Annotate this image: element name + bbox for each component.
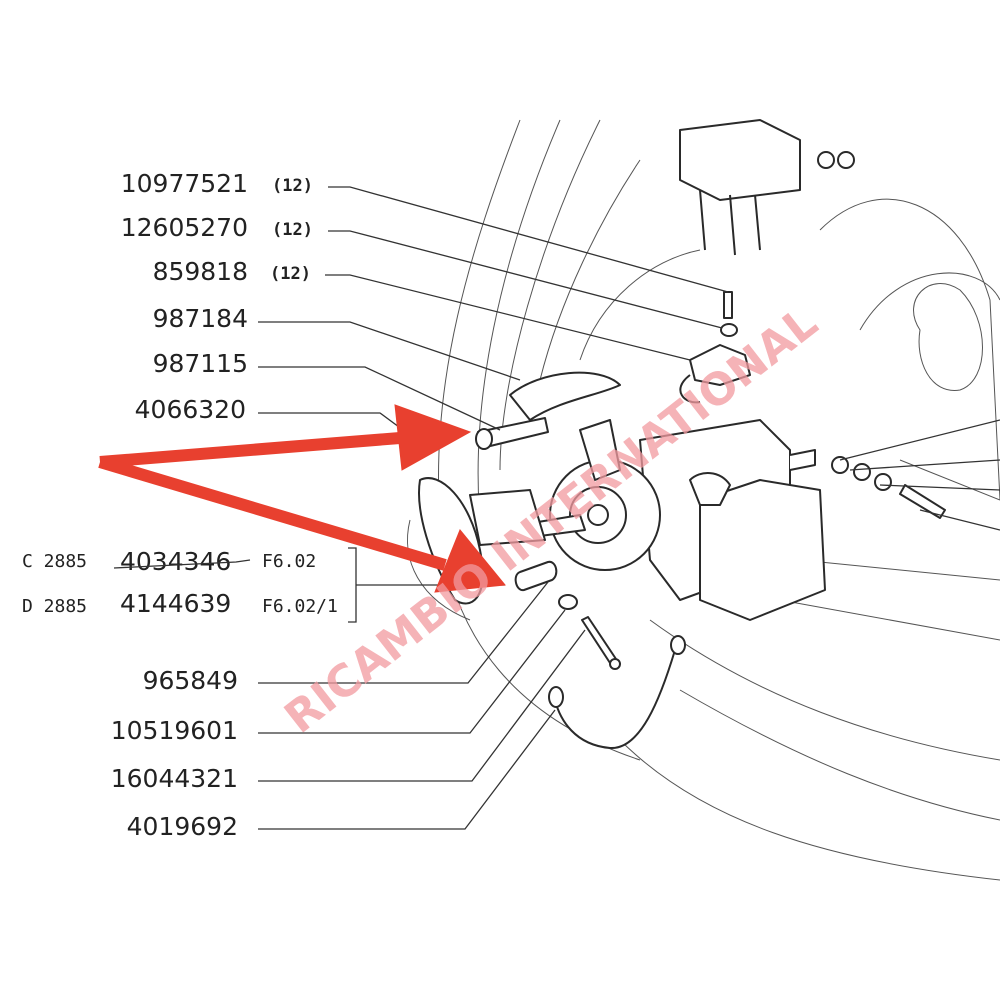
part-qty: (12) [272,220,313,240]
part-qty: (12) [270,264,311,284]
part-number: 10977521 [121,169,248,198]
arrow-lower-head [434,529,506,593]
part-qty: (12) [272,176,313,196]
part-number: 965849 [143,666,238,695]
part-number: 987184 [153,304,248,333]
variant-number-superseded: 4034346 [120,547,231,576]
clamp-parts-drawing [679,291,751,404]
part-labels: 10977521 (12) 12605270 (12) 859818 (12) … [111,169,313,841]
variant-series: C 2885 [22,551,87,572]
variant-ref: F6.02/1 [262,596,338,617]
highlight-arrows [98,404,506,593]
engine-bay-outline [407,119,1000,881]
part-number: 859818 [153,257,248,286]
variant-rows: C 2885 4034346 F6.02 D 2885 4144639 F6.0… [22,547,338,618]
part-number: 12605270 [121,213,248,242]
variant-series: D 2885 [22,596,87,617]
arrow-upper-head [394,404,472,471]
regulator-drawing [679,119,855,256]
variant-ref: F6.02 [262,551,316,572]
part-number: 987115 [153,349,248,378]
leader-lines [258,186,1000,830]
loose-parts-drawing [514,456,946,750]
part-number: 4019692 [127,812,238,841]
part-number: 16044321 [111,764,238,793]
part-number: 10519601 [111,716,238,745]
variant-number: 4144639 [120,589,231,618]
part-number: 4066320 [135,395,246,424]
arrow-lower [98,456,447,571]
starter-motor-drawing [418,371,826,621]
arrow-upper [99,432,401,468]
